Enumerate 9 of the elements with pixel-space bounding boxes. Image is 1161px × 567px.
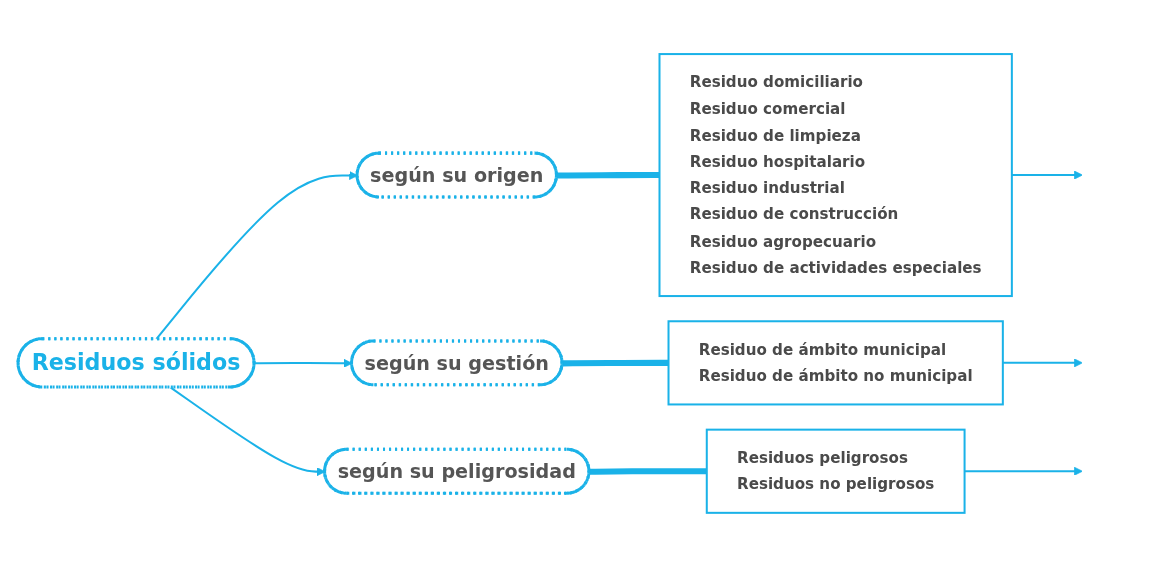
arrow xyxy=(1002,358,1083,368)
arrow xyxy=(964,466,1083,476)
node-box: Residuos peligrosos Residuos no peligrosos xyxy=(705,428,966,514)
connector xyxy=(589,468,707,475)
node-box: Residuo domiciliario Residuo comercial Residuo de limpieza Residuo hospitalario Residuo industrial Residuo de construcción Residuo agropecuario Residuo de actividades especiales xyxy=(658,53,1013,298)
arrow xyxy=(1011,170,1083,180)
node-box: Residuo de ámbito municipal Residuo de ámbito no municipal xyxy=(667,320,1004,406)
connector xyxy=(556,172,660,179)
connector xyxy=(562,359,669,367)
